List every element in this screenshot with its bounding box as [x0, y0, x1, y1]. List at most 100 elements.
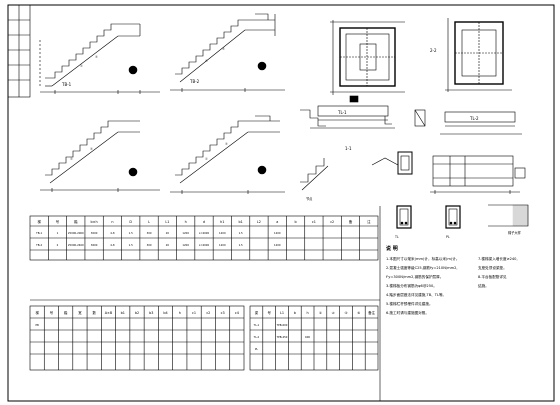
table-header-cell: n [111, 220, 113, 224]
table-1 [29, 215, 379, 261]
table-cell: 25000-2400 [68, 243, 84, 247]
table-header-cell: 号 [56, 219, 60, 224]
table-header-cell: 踏 [74, 219, 78, 224]
table-cell: 300 [147, 231, 152, 235]
notes-left: 1.本图尺寸以毫米(mm)计，标高以米(m)计。2.混凝土强度等级C25,钢筋f… [386, 256, 459, 315]
svg-text:②: ② [90, 147, 93, 151]
note-line: f'y=300N/mm2,钢筋的保护层厚。 [386, 274, 443, 279]
node-detail: 节点 [300, 151, 413, 201]
table-header-cell: 备注 [368, 310, 375, 315]
table-cell: 1 [57, 231, 59, 235]
table-header-cell: h [307, 311, 309, 315]
table-cell: TPB-450 [277, 335, 288, 339]
table-cell: L=4000 [199, 231, 210, 235]
svg-text:②: ② [95, 55, 98, 59]
table-header-cell: L2 [257, 220, 261, 224]
table-header-cell: 备 [349, 219, 353, 224]
table-cell: PL [255, 347, 259, 351]
table-header-cell: L1 [165, 220, 169, 224]
table-cell: TB-2 [36, 243, 42, 247]
note-line: 1.本图尺寸以毫米(mm)计，标高以米(m)计。 [386, 256, 459, 261]
table-cell: 1200 [182, 231, 189, 235]
svg-text:②: ② [222, 47, 225, 51]
table-header-cell: b4 [163, 311, 167, 315]
stair-elevation-2: ① ② TB-2 [170, 13, 285, 92]
table-header-cell: c2 [206, 311, 210, 315]
table-cell: 25000-2000 [68, 231, 84, 235]
note-line: 5.楼梯栏杆预埋件详见建施。 [386, 301, 433, 306]
table-header-cell: 梁 [255, 310, 259, 315]
table-cell: 1200 [274, 243, 281, 247]
note-line: 7.楼梯梁入墙长度≥240, [478, 256, 518, 261]
table-cell: 300 [147, 243, 152, 247]
label-tb2: TB-2 [189, 79, 200, 84]
label-tb1: TB-1 [61, 82, 72, 87]
table-header-cell: ① [319, 311, 322, 315]
beam-tl2-detail: TL-2 [414, 109, 522, 135]
table-header-cell: A×B [105, 311, 113, 315]
note-line: 4.踏步面层做法详见建施,TB、TL等。 [386, 292, 446, 297]
table-cell: 4-8 [110, 231, 115, 235]
table-cell: 1.5 [129, 243, 133, 247]
table-header-cell: 宽 [78, 310, 82, 315]
table-header-cell: b [295, 220, 297, 224]
table-cell: 3600 [91, 243, 98, 247]
table-header-cell: 数 [93, 310, 97, 315]
svg-text:①: ① [205, 157, 208, 161]
table-header-cell: c1 [312, 220, 316, 224]
label-detail-ql: 节点 [306, 196, 313, 201]
table-cell: 1200 [274, 231, 281, 235]
plan-view-2: 2-2 [430, 18, 512, 92]
table-header-cell: c1 [192, 311, 196, 315]
table-header-cell: ③ [344, 311, 347, 315]
sheet-border [7, 4, 555, 402]
table-cell: 1.5 [239, 231, 243, 235]
table-cell: TPB-600 [277, 323, 288, 327]
table-header-cell: h [185, 220, 187, 224]
notes-title: 说 明 [386, 245, 398, 252]
table-cell: 1200 [182, 243, 189, 247]
table-cell: 20 [166, 231, 170, 235]
table-header-cell: D [129, 220, 132, 224]
table-header-cell: c4 [235, 311, 239, 315]
table-header-cell: 梯 [37, 219, 41, 224]
svg-text:②: ② [225, 142, 228, 146]
table-header-cell: L1 [280, 311, 284, 315]
table-3 [249, 305, 379, 371]
table-cell: 1.5 [239, 243, 243, 247]
plan-view-1 [330, 20, 405, 95]
table-header-cell: a [276, 220, 278, 224]
label-section-22: 2-2 [430, 48, 437, 53]
section-1-1: 1-1 [300, 109, 352, 151]
table-header-cell: b×h [91, 220, 98, 224]
notes-right: 7.楼梯梁入墙长度≥240, 支座处须设梁垫。8.平台板配筋详见 结施。 [478, 256, 518, 288]
table-header-cell: b2 [135, 311, 139, 315]
table-cell: TL-2 [254, 335, 260, 339]
table-header-cell: ② [332, 311, 335, 315]
note-line: 8.平台板配筋详见 [478, 274, 507, 279]
table-header-cell: 踏 [64, 310, 68, 315]
svg-text:①: ① [205, 59, 208, 63]
stair-elevation-1: ① ② TB-1 [39, 23, 160, 94]
table-header-cell: b3 [149, 311, 153, 315]
svg-text:①: ① [80, 64, 83, 68]
note-line: 3.楼梯板分布钢筋为φ6@250。 [386, 283, 437, 288]
table-cell: L=4000 [199, 243, 210, 247]
table-header-cell: h [179, 311, 181, 315]
table-cell: 1200 [219, 231, 226, 235]
table-header-cell: d [203, 220, 205, 224]
table-header-cell: h1 [220, 220, 224, 224]
table-cell: 2 [57, 243, 59, 247]
table-header-cell: 号 [50, 310, 54, 315]
table-header-cell: b1 [121, 311, 125, 315]
label-tl2: TL-2 [469, 116, 479, 121]
table-cell: 4-8 [110, 243, 115, 247]
beam-sections: TL PL 梯子大样 [394, 204, 529, 239]
table-header-cell: L [148, 220, 150, 224]
stair-elevation-3: ① ② [40, 120, 160, 192]
